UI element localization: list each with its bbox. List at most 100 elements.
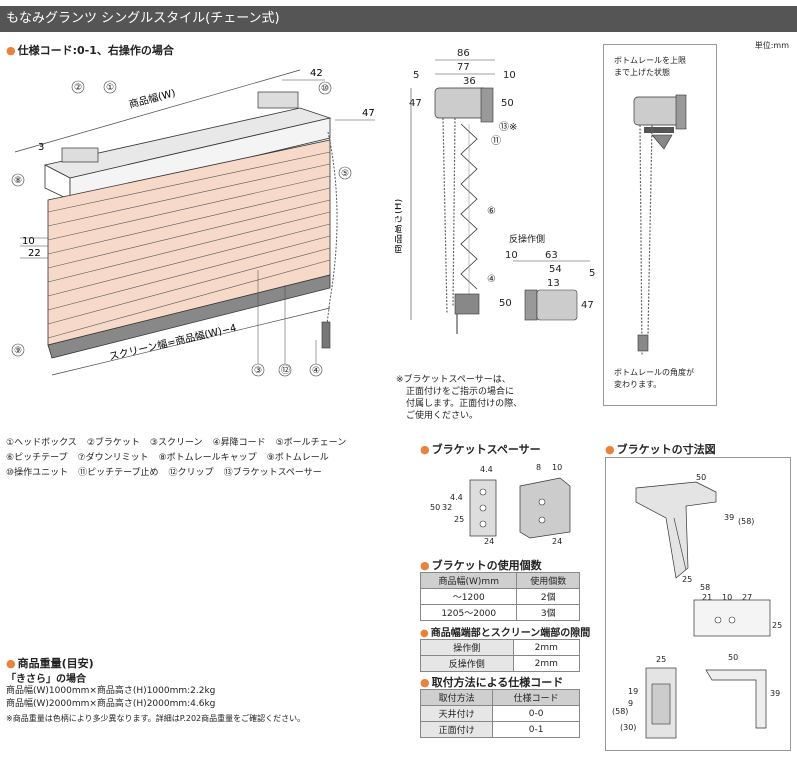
dim-47: 47 [362,108,375,119]
callout-8: ⑨ [14,346,22,356]
dim-58: 58 [700,583,710,592]
dim-58p: (58) [738,517,754,526]
dim-42: 42 [310,68,323,79]
dim-24: 24 [484,537,494,546]
callout-12: ④ [312,366,320,376]
dim-24b: 24 [552,537,562,546]
callout-10: ⑩ [321,84,329,94]
dim-25c: 25 [772,621,782,630]
dim-77: 77 [457,62,470,73]
dim-25: 25 [454,515,464,524]
dim-36: 36 [463,76,476,87]
dim-50: 50 [501,98,514,109]
bullet-icon: ● [6,657,16,670]
dim-39b: 39 [770,689,780,698]
weight-sub: 「きさら」の場合 [6,674,86,685]
bracket-count-heading: ●ブラケットの使用個数 [420,559,542,572]
dim-4-4b: 4.4 [450,493,463,502]
dim-27: 27 [742,593,752,602]
dim-47b: 47 [409,98,422,109]
weight-note: ※商品重量は色柄により多少異なります。詳細はP.202商品重量をご確認ください。 [6,714,306,723]
bottom-rail-state-box: ボトムレールを上限 まで上げた状態 ボトムレールの角度が 変わります。 [603,44,717,406]
dim-10b: 10 [503,70,516,81]
bracket-dims-diagram: 50 39 (58) 25 58 21 10 27 25 25 50 19 9 … [605,457,791,751]
bullet-icon: ● [420,443,430,456]
callout-11: ⑪ [491,135,501,147]
spacer-diagram: 4.4 50 32 4.4 25 24 8 10 24 [430,463,571,546]
dim-4-4: 4.4 [480,465,493,474]
unit-label: 単位:mm [754,41,789,50]
weight-heading: ●商品重量(目安) [6,657,94,670]
dim-63: 63 [545,250,558,261]
callout-3: ③ [254,366,262,376]
bullet-icon: ● [420,559,430,572]
dim-8: 8 [536,463,541,472]
weight-lines: 商品幅(W)1000mm×商品高さ(H)1000mm:2.2kg 商品幅(W)2… [6,686,216,709]
callout-5: ⑤ [341,169,349,179]
dim-32: 32 [442,503,452,512]
main-blind-diagram: 商品幅(W) 42 47 3 10 22 スクリーン幅=商品幅(W)−4 ② ①… [11,68,375,377]
callout-1: ① [106,83,114,93]
dim-9: 9 [628,699,633,708]
height-label: 商品高さ(H) [395,199,404,254]
dim-5: 5 [413,70,419,81]
bracket-dims-heading: ●ブラケットの寸法図 [605,443,716,456]
dim-10: 10 [22,236,35,247]
dim-13: 13 [547,278,560,289]
dim-30: (30) [620,723,636,732]
dim-5b: 5 [589,268,595,279]
dim-50c: 50 [430,503,440,512]
callout-7: ⑧ [14,176,22,186]
dim-25d: 25 [656,655,666,664]
callout-2: ② [74,83,82,93]
gap-heading: ●商品幅端部とスクリーン端部の隙間 [420,628,591,639]
dim-58q: (58) [612,707,628,716]
bullet-icon: ● [605,443,615,456]
dim-10d: 10 [552,463,562,472]
dim-86: 86 [457,48,470,59]
callout-6: ⑥ [487,206,496,217]
dim-10e: 10 [722,593,732,602]
width-label: 商品幅(W) [127,86,177,111]
mount-heading: ●取付方法による仕様コード [420,676,564,689]
reverse-side-diagram: 10 63 54 13 5 50 47 [499,250,595,321]
dim-19: 19 [628,687,638,696]
dim-10c: 10 [505,250,518,261]
dim-22: 22 [28,248,41,259]
dim-21: 21 [702,593,712,602]
side-view-diagram: 86 77 36 5 10 47 50 ⑬※ ⑪ ⑥ ④ 商品高さ(H) [395,48,517,334]
reverse-label: 反操作側 [509,235,546,245]
bullet-icon: ● [420,628,429,639]
dim-50d: 50 [696,473,706,482]
spacer-heading: ●ブラケットスペーサー [420,443,541,456]
raised-rail-diagram [633,94,687,356]
dim-50b: 50 [499,298,512,309]
bullet-icon: ● [420,676,430,689]
dim-47c: 47 [581,300,594,311]
dim-54: 54 [549,264,562,275]
callout-9: ⑫ [281,365,290,376]
dim-25b: 25 [682,575,692,584]
dim-50e: 50 [728,653,738,662]
dim-39: 39 [724,513,734,522]
bullet-icon: ● [6,44,16,57]
callout-13: ⑬※ [499,121,517,133]
callout-4: ④ [487,274,496,285]
page-title: もなみグランツ シングルスタイル(チェーン式) [0,6,797,32]
spacer-note: ※ブラケットスペーサーは、 正面付けをご指示の場合に 付属します。正面付けの際、… [396,375,523,421]
spec-heading: ●仕様コード:0-1、右操作の場合 [6,44,174,57]
dim-3: 3 [38,142,44,153]
